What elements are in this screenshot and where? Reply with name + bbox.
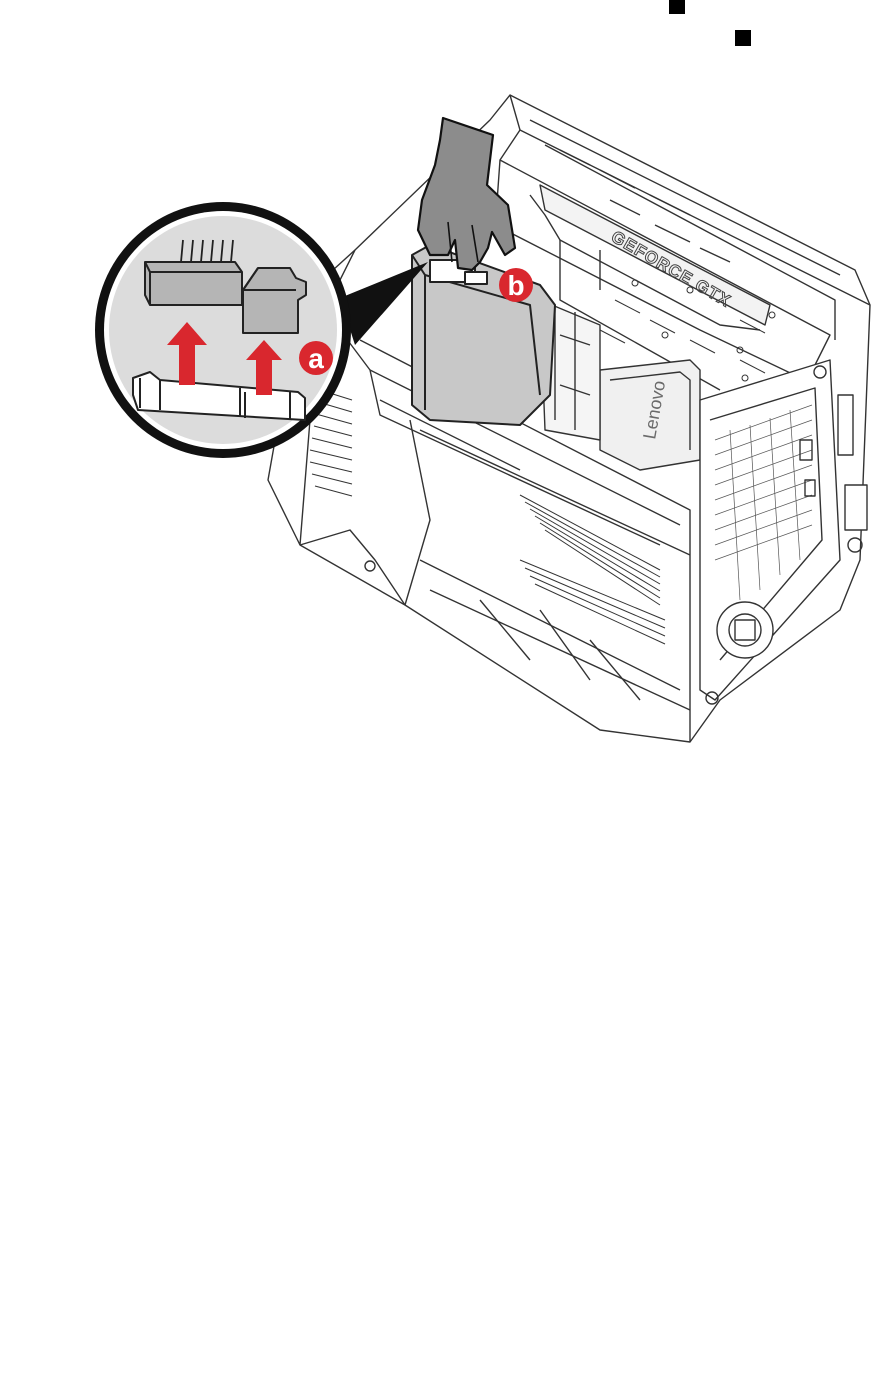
callout-a-badge: a [299,341,333,375]
callout-b-badge: b [499,268,533,302]
callout-b-label: b [507,270,524,301]
computer-chassis [268,95,870,742]
hard-drive-removal-illustration: GEFORCE GTX Lenovo [0,0,882,760]
callout-a-label: a [308,343,324,374]
